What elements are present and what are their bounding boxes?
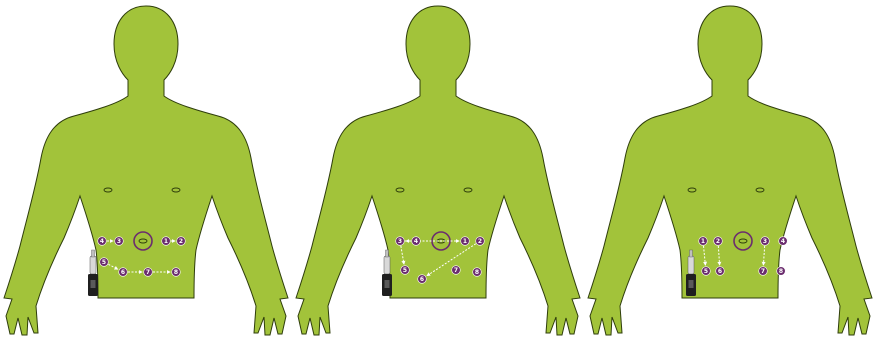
body-diagram-panel-1: 4 3 1 2 5 6 7 8 (0, 0, 292, 347)
injection-site-number: 1 (164, 238, 168, 245)
injection-site: 7 (452, 266, 461, 275)
injection-site: 8 (172, 268, 181, 277)
injection-site: 4 (412, 237, 421, 246)
injection-site-number: 7 (454, 267, 458, 274)
injection-site-number: 3 (398, 238, 402, 245)
injection-site-number: 2 (478, 238, 482, 245)
injection-site: 1 (461, 237, 470, 246)
injection-site-number: 1 (463, 238, 467, 245)
injection-site: 6 (418, 275, 427, 284)
injection-site: 3 (396, 237, 405, 246)
injection-site-number: 4 (100, 238, 104, 245)
injection-site-number: 5 (704, 268, 708, 275)
torso-silhouette-icon (296, 6, 580, 335)
injection-site: 2 (177, 237, 186, 246)
injection-site: 2 (476, 237, 485, 246)
injection-site: 5 (100, 258, 109, 267)
injection-site-number: 5 (102, 259, 106, 266)
injection-site: 1 (699, 237, 708, 246)
injection-site-number: 8 (779, 268, 783, 275)
injection-site: 5 (401, 266, 410, 275)
injection-site: 5 (702, 267, 711, 276)
injection-site-number: 7 (146, 269, 150, 276)
torso-silhouette-icon (588, 6, 872, 335)
rotation-arrow (781, 246, 782, 265)
injection-site-number: 3 (763, 238, 767, 245)
torso-silhouette-icon (4, 6, 288, 335)
injection-site-number: 7 (761, 268, 765, 275)
injection-site: 7 (759, 267, 768, 276)
injection-site: 2 (714, 237, 723, 246)
injection-site-number: 2 (716, 238, 720, 245)
body-diagram-panel-2: 3 4 1 2 5 6 7 8 (292, 0, 584, 347)
injection-site: 8 (777, 267, 786, 276)
torso-diagram: 1 2 3 4 5 6 7 8 (584, 0, 876, 347)
injection-site-number: 4 (781, 238, 785, 245)
injection-site-number: 4 (414, 238, 418, 245)
injection-site: 3 (761, 237, 770, 246)
injection-site: 1 (162, 237, 171, 246)
injection-site: 4 (98, 237, 107, 246)
torso-diagram: 3 4 1 2 5 6 7 8 (292, 0, 584, 347)
injection-site-number: 1 (701, 238, 705, 245)
injection-site: 7 (144, 268, 153, 277)
injection-site: 4 (779, 237, 788, 246)
torso-diagram: 4 3 1 2 5 6 7 8 (0, 0, 292, 347)
injection-site: 8 (473, 268, 482, 277)
injection-site: 3 (115, 237, 124, 246)
injection-site-number: 6 (718, 268, 722, 275)
injection-site-number: 6 (121, 269, 125, 276)
injection-site: 6 (119, 268, 128, 277)
injection-site-number: 5 (403, 267, 407, 274)
injection-site-number: 6 (420, 276, 424, 283)
body-diagram-panel-3: 1 2 3 4 5 6 7 8 (584, 0, 876, 347)
injection-site-number: 2 (179, 238, 183, 245)
injection-site: 6 (716, 267, 725, 276)
injection-site-number: 3 (117, 238, 121, 245)
injection-site-number: 8 (475, 269, 479, 276)
injection-site-number: 8 (174, 269, 178, 276)
